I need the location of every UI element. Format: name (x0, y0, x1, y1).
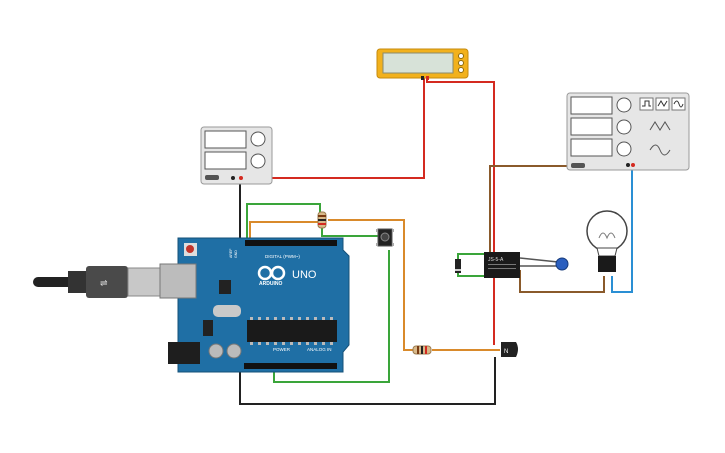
power-header-label: POWER (273, 347, 291, 352)
gnd-pin-label: GND (234, 250, 238, 258)
green-wire-relay-diode[interactable] (457, 253, 484, 277)
analog-header-label: ANALOG IN (307, 347, 332, 352)
orange-wire-pin[interactable] (249, 221, 322, 244)
usb-cable[interactable]: ⇌ (33, 266, 161, 298)
multimeter[interactable] (376, 48, 469, 80)
orange-wire-resistor[interactable] (328, 219, 414, 351)
resistor-top[interactable] (317, 211, 327, 229)
transistor[interactable]: N (501, 342, 518, 357)
arduino-model-label: UNO (292, 269, 317, 281)
arduino-logo: ARDUINO (257, 265, 286, 287)
pushbutton[interactable] (376, 228, 394, 247)
aref-pin-label: AREF (229, 249, 233, 258)
green-wire-button-ground[interactable] (273, 250, 390, 383)
usb-icon: ⇌ (100, 278, 108, 288)
relay[interactable]: JS-5-A (484, 252, 520, 278)
digital-header-label: DIGITAL (PWM~) (265, 254, 300, 259)
transistor-mark: N (504, 349, 508, 355)
arduino-uno-board[interactable]: ARDUINO UNO DIGITAL (PWM~) POWER ANALOG … (159, 237, 350, 373)
capacitor[interactable] (519, 257, 569, 271)
power-supply[interactable] (200, 126, 273, 185)
red-wire-multimeter-supply[interactable] (242, 78, 425, 179)
brown-wire-relay-bulb[interactable] (519, 270, 605, 293)
arduino-brand-label: ARDUINO (259, 281, 282, 287)
lightbulb[interactable] (586, 210, 628, 272)
resistor-bottom[interactable] (412, 345, 432, 355)
blue-wire-generator-bulb[interactable] (611, 166, 633, 293)
function-generator[interactable] (566, 92, 690, 171)
red-wire-multimeter-relay[interactable] (426, 78, 495, 345)
diode[interactable] (455, 259, 461, 273)
relay-label: JS-5-A (488, 257, 504, 263)
